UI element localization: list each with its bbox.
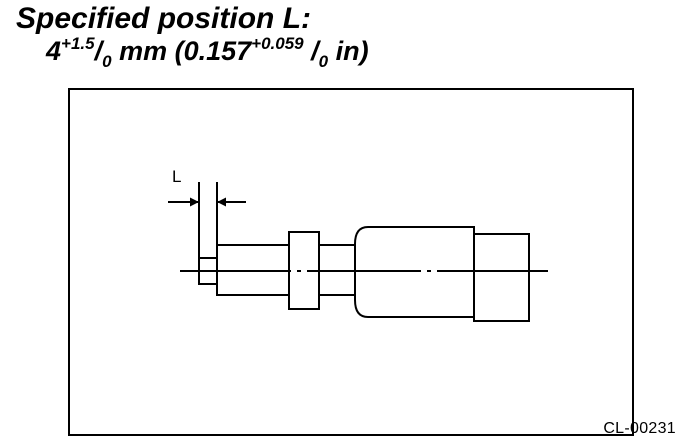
value-base: 4 bbox=[46, 36, 62, 66]
dimension-label-l: L bbox=[172, 167, 182, 186]
specification-heading: Specified position L: 4+1.5/0 mm (0.157+… bbox=[16, 2, 369, 71]
imperial-tolerance-upper: +0.059 bbox=[251, 34, 304, 53]
value-unit: mm ( bbox=[111, 36, 184, 66]
heading-title: Specified position L: bbox=[16, 2, 312, 35]
imperial-tolerance-lower: 0 bbox=[318, 52, 329, 71]
value-tolerance-upper: +1.5 bbox=[61, 34, 95, 53]
figure-code: CL-00231 bbox=[603, 420, 676, 437]
imperial-separator: / bbox=[303, 36, 319, 66]
shaft-end-section bbox=[473, 233, 530, 322]
shaft-body bbox=[354, 226, 475, 318]
imperial-base: 0.157 bbox=[183, 36, 252, 66]
value-tolerance-lower: 0 bbox=[102, 52, 112, 71]
diagram-frame bbox=[68, 88, 634, 436]
heading-value-line: 4+1.5/0 mm (0.157+0.059 /0 in) bbox=[46, 35, 369, 70]
value-separator: / bbox=[94, 36, 103, 66]
imperial-unit: in) bbox=[328, 36, 369, 66]
